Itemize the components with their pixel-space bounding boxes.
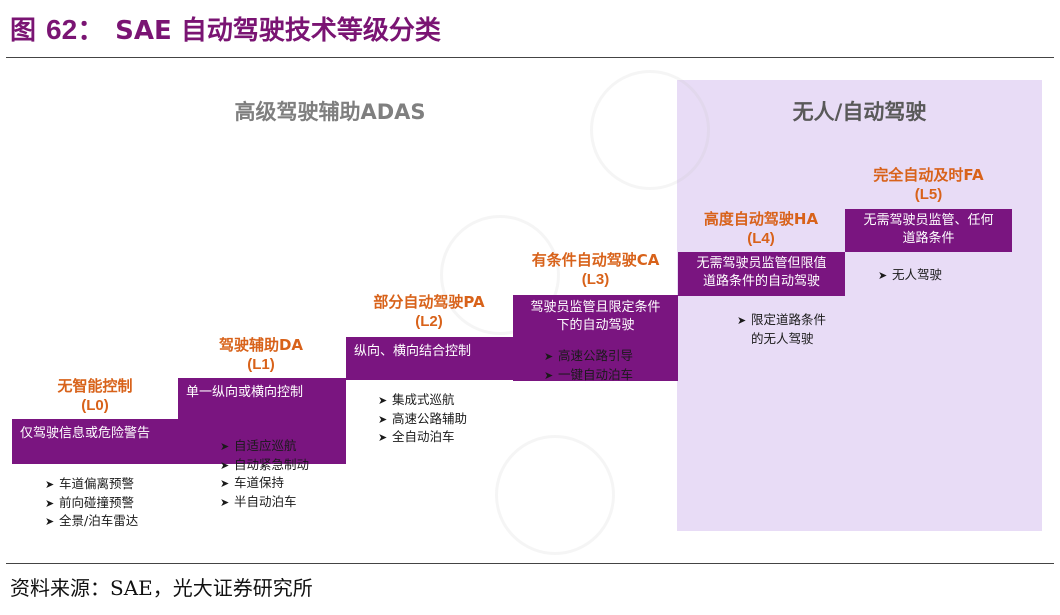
level-code: (L5) bbox=[914, 186, 943, 203]
list-item: ➤高速公路引导 bbox=[544, 348, 634, 363]
level-title: 高度自动驾驶HA bbox=[703, 210, 819, 228]
feature-list-l0: ➤车道偏离预警 ➤前向碰撞预警 ➤全景/泊车雷达 bbox=[45, 475, 138, 531]
autonomous-panel bbox=[677, 80, 1042, 531]
level-code: (L2) bbox=[415, 313, 443, 330]
step-description: 下的自动驾驶 bbox=[556, 318, 635, 333]
list-item: ➤车道偏离预警 bbox=[45, 476, 135, 491]
list-item: ➤高速公路辅助 bbox=[378, 410, 468, 426]
section-label-autonomous: 无人/自动驾驶 bbox=[792, 100, 927, 124]
list-item-continuation: 的无人驾驶 bbox=[751, 330, 814, 346]
level-code: (L3) bbox=[581, 271, 610, 288]
feature-list-l3: ➤高速公路引导 ➤一键自动泊车 bbox=[544, 347, 633, 384]
level-title: 有条件自动驾驶CA bbox=[531, 251, 660, 269]
level-title: 部分自动驾驶PA bbox=[373, 293, 485, 311]
watermark-logo bbox=[495, 435, 615, 555]
feature-list-l2: ➤集成式巡航 ➤高速公路辅助 ➤全自动泊车 bbox=[378, 391, 467, 447]
level-name-l0: 无智能控制 (L0) bbox=[12, 377, 178, 415]
level-name-l5: 完全自动及时FA (L5) bbox=[845, 166, 1012, 204]
section-label-adas: 高级驾驶辅助ADAS bbox=[234, 100, 426, 124]
figure-title: 图 62： SAE 自动驾驶技术等级分类 bbox=[10, 8, 441, 48]
figure-title-text: SAE 自动驾驶技术等级分类 bbox=[115, 16, 441, 46]
bottom-divider bbox=[6, 563, 1054, 564]
step-box-l1: 单一纵向或横向控制 bbox=[178, 378, 346, 464]
level-code: (L0) bbox=[81, 397, 109, 414]
top-divider bbox=[6, 57, 1054, 58]
level-name-l2: 部分自动驾驶PA (L2) bbox=[346, 293, 512, 331]
list-item: ➤集成式巡航 bbox=[378, 392, 455, 407]
level-title: 驾驶辅助DA bbox=[218, 336, 304, 354]
step-box-l4: 无需驾驶员监管但限值 道路条件的自动驾驶 bbox=[678, 252, 845, 296]
step-box-l0: 仅驾驶信息或危险警告 bbox=[12, 419, 178, 464]
step-description: 仅驾驶信息或危险警告 bbox=[20, 426, 151, 441]
level-title: 完全自动及时FA bbox=[873, 166, 984, 184]
feature-list-l1: ➤自适应巡航 ➤自动紧急制动 ➤车道保持 ➤半自动泊车 bbox=[220, 437, 309, 511]
watermark-logo bbox=[440, 215, 560, 335]
feature-list-l5: ➤无人驾驶 bbox=[878, 266, 942, 285]
step-description: 单一纵向或横向控制 bbox=[186, 385, 304, 400]
list-item: ➤车道保持 bbox=[220, 475, 285, 490]
list-item: ➤自动紧急制动 bbox=[220, 456, 310, 472]
step-description: 纵向、横向结合控制 bbox=[354, 344, 472, 359]
list-item: ➤半自动泊车 bbox=[220, 493, 297, 509]
step-box-l3: 驾驶员监管且限定条件 下的自动驾驶 bbox=[513, 295, 678, 381]
list-item: ➤全景/泊车雷达 bbox=[45, 513, 139, 528]
level-name-l4: 高度自动驾驶HA (L4) bbox=[678, 210, 844, 248]
step-box-l2: 纵向、横向结合控制 bbox=[346, 337, 513, 380]
level-code: (L1) bbox=[247, 356, 275, 373]
list-item: ➤无人驾驶 bbox=[878, 267, 943, 282]
list-item: ➤限定道路条件 bbox=[737, 312, 827, 327]
step-description: 驾驶员监管且限定条件 bbox=[530, 300, 661, 315]
watermark-logo bbox=[590, 70, 710, 190]
list-item: ➤全自动泊车 bbox=[378, 429, 455, 444]
list-item: ➤前向碰撞预警 bbox=[45, 494, 135, 510]
level-name-l1: 驾驶辅助DA (L1) bbox=[178, 336, 344, 374]
step-description: 道路条件的自动驾驶 bbox=[702, 274, 820, 289]
feature-list-l4: ➤限定道路条件 的无人驾驶 bbox=[737, 311, 826, 347]
level-name-l3: 有条件自动驾驶CA (L3) bbox=[513, 251, 678, 289]
figure-title-prefix: 图 bbox=[10, 16, 37, 46]
step-description: 道路条件 bbox=[902, 231, 955, 246]
list-item: ➤一键自动泊车 bbox=[544, 366, 634, 382]
source-note: 资料来源：SAE，光大证券研究所 bbox=[10, 576, 313, 600]
level-title: 无智能控制 bbox=[57, 377, 133, 395]
step-description: 无需驾驶员监管、任何 bbox=[863, 213, 994, 228]
step-description: 无需驾驶员监管但限值 bbox=[696, 256, 827, 271]
step-box-l5: 无需驾驶员监管、任何 道路条件 bbox=[845, 209, 1012, 252]
level-code: (L4) bbox=[747, 230, 775, 247]
figure-title-number: 62： bbox=[46, 14, 106, 45]
list-item: ➤自适应巡航 bbox=[220, 438, 297, 453]
